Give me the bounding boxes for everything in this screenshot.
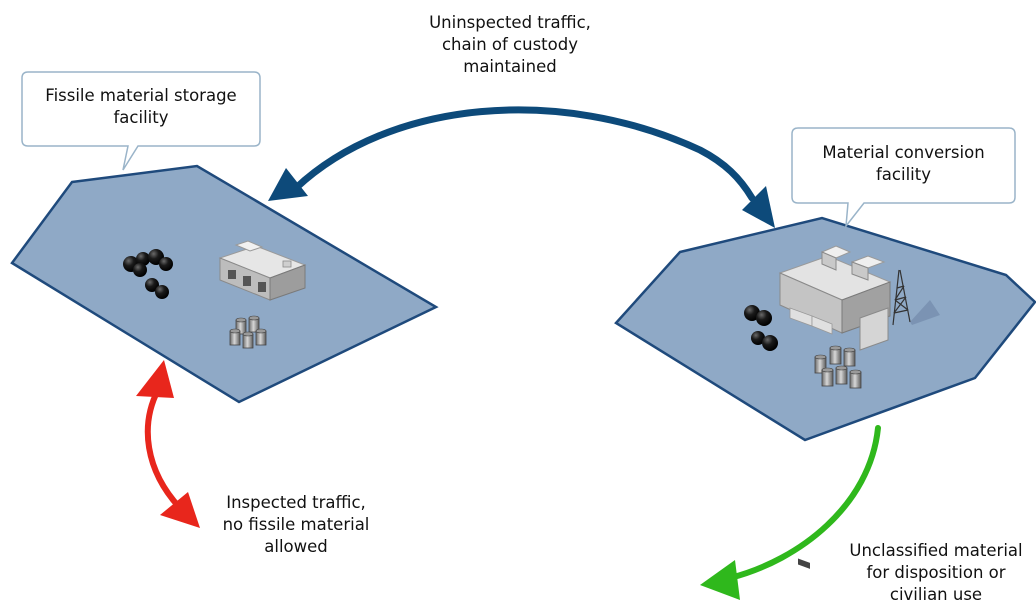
inspected-line1: Inspected traffic, — [226, 493, 366, 512]
industrial-plant-icon — [778, 245, 892, 569]
inspected-line2: no fissile material — [222, 515, 370, 534]
drum-barrels-icon — [229, 315, 267, 349]
storage-callout — [21, 71, 261, 171]
conversion-callout-line1: Material conversion — [822, 143, 985, 162]
conversion-callout — [791, 127, 1016, 229]
unclassified-material-label: Unclassified material for disposition or… — [836, 540, 1036, 606]
sphere-cluster-icon — [744, 305, 778, 351]
unclassified-material-arrow — [700, 425, 881, 600]
inspected-traffic-label: Inspected traffic, no fissile material a… — [196, 492, 396, 558]
drum-barrels-icon — [814, 345, 862, 389]
inspected-traffic-arrow — [136, 360, 200, 528]
conversion-callout-line2: facility — [876, 165, 931, 184]
uninspected-line1: Uninspected traffic, — [429, 13, 591, 32]
storage-facility-ground — [10, 164, 439, 404]
storage-callout-line1: Fissile material storage — [45, 86, 237, 105]
uninspected-traffic-arrow — [268, 106, 775, 228]
lattice-tower-icon — [892, 269, 940, 326]
storage-callout-line2: facility — [113, 108, 169, 127]
storage-callout-label: Fissile material storage facility — [22, 85, 260, 129]
uninspected-line3: maintained — [463, 57, 557, 76]
unclassified-line2: for disposition or — [866, 563, 1006, 582]
unclassified-line3: civilian use — [889, 585, 983, 604]
warehouse-building-icon — [218, 240, 307, 301]
conversion-callout-label: Material conversion facility — [792, 142, 1015, 186]
uninspected-traffic-label: Uninspected traffic, chain of custody ma… — [400, 12, 620, 78]
sphere-cluster-icon — [123, 249, 173, 299]
unclassified-line1: Unclassified material — [849, 541, 1023, 560]
conversion-facility — [614, 216, 1036, 569]
inspected-line3: allowed — [264, 537, 328, 556]
uninspected-line2: chain of custody — [441, 35, 578, 54]
storage-facility — [10, 164, 439, 404]
